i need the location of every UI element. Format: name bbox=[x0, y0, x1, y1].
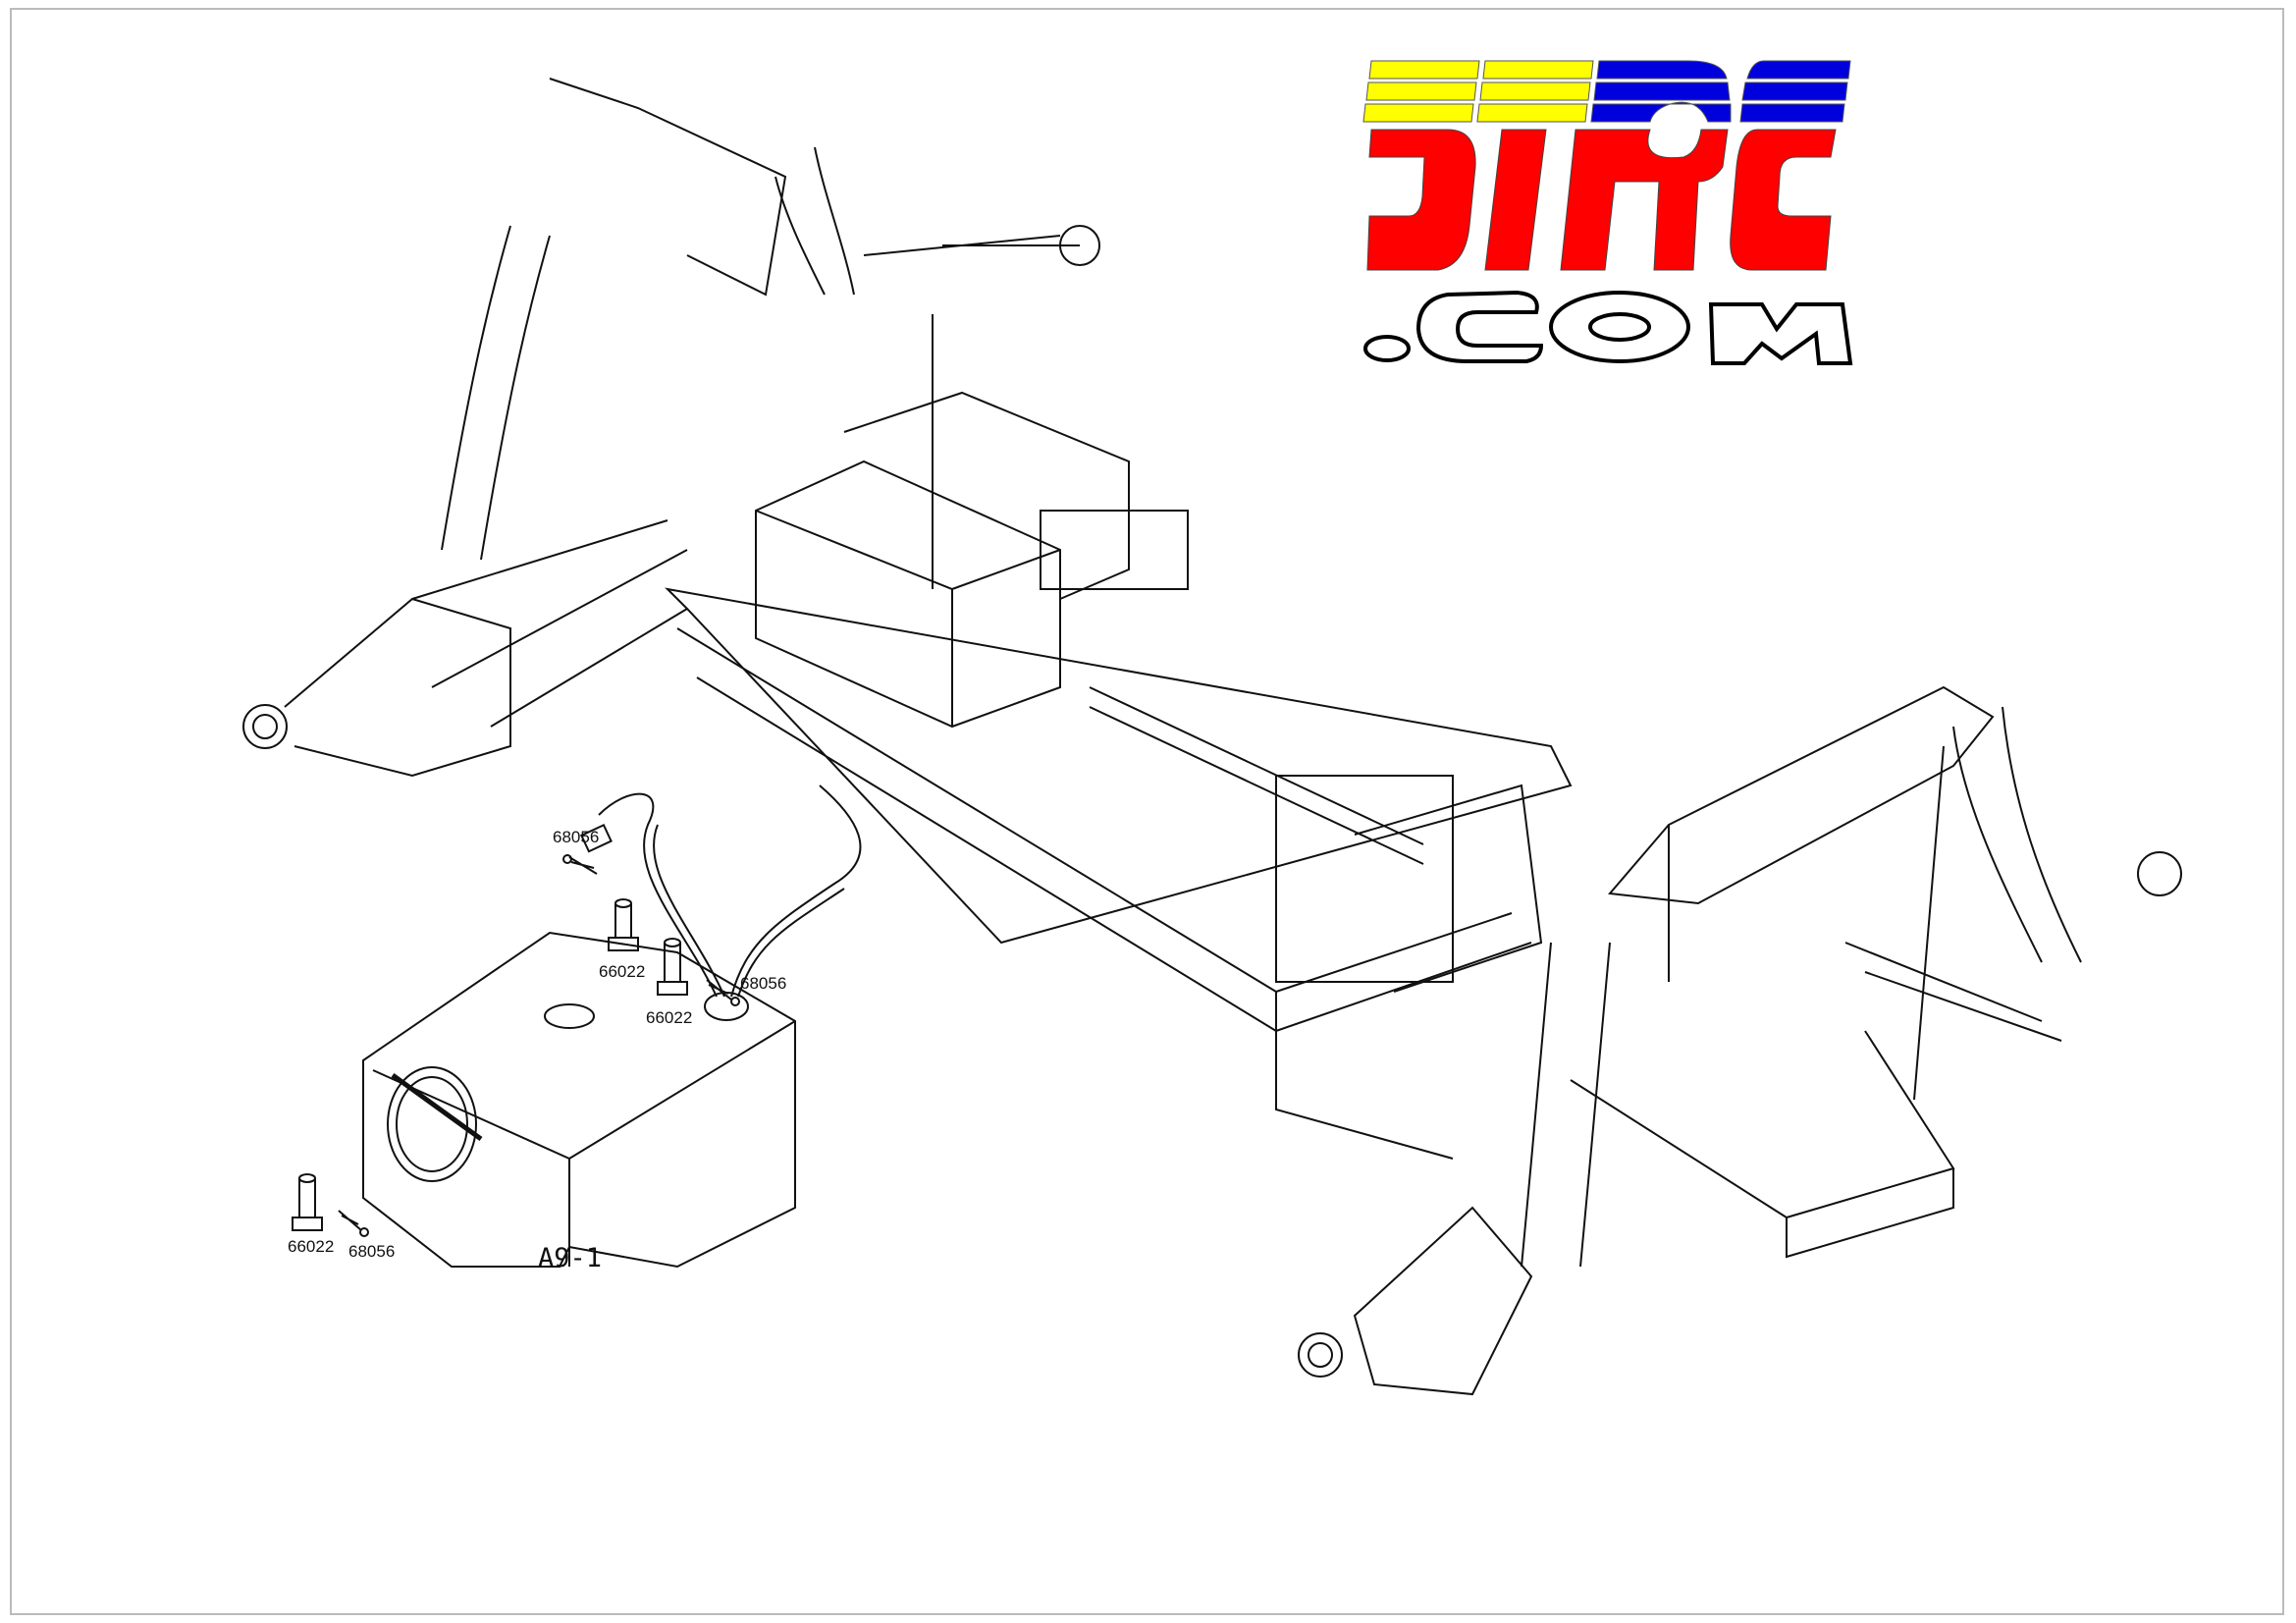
body-clips bbox=[338, 854, 740, 1237]
center-driveshaft bbox=[1089, 686, 1543, 993]
radio-box bbox=[755, 314, 1189, 729]
chassis-plate bbox=[665, 587, 1573, 1160]
body-pins bbox=[292, 898, 688, 1231]
fuel-tank bbox=[362, 931, 796, 1269]
part-number-clip-top: 68056 bbox=[553, 828, 600, 846]
5trc-logo bbox=[1362, 60, 1853, 365]
part-number-clip-right: 68056 bbox=[740, 974, 787, 993]
assembly-label: A9-1 bbox=[538, 1243, 603, 1273]
front-suspension bbox=[242, 78, 1100, 778]
part-number-pin-left: 66022 bbox=[288, 1237, 335, 1256]
fuel-lines bbox=[579, 784, 862, 998]
part-number-clip-left: 68056 bbox=[348, 1242, 396, 1261]
part-number-pin-mid1: 66022 bbox=[599, 962, 646, 981]
page-border bbox=[10, 8, 2284, 1615]
part-number-pin-mid2: 66022 bbox=[646, 1008, 693, 1027]
rear-suspension bbox=[1298, 685, 2182, 1396]
